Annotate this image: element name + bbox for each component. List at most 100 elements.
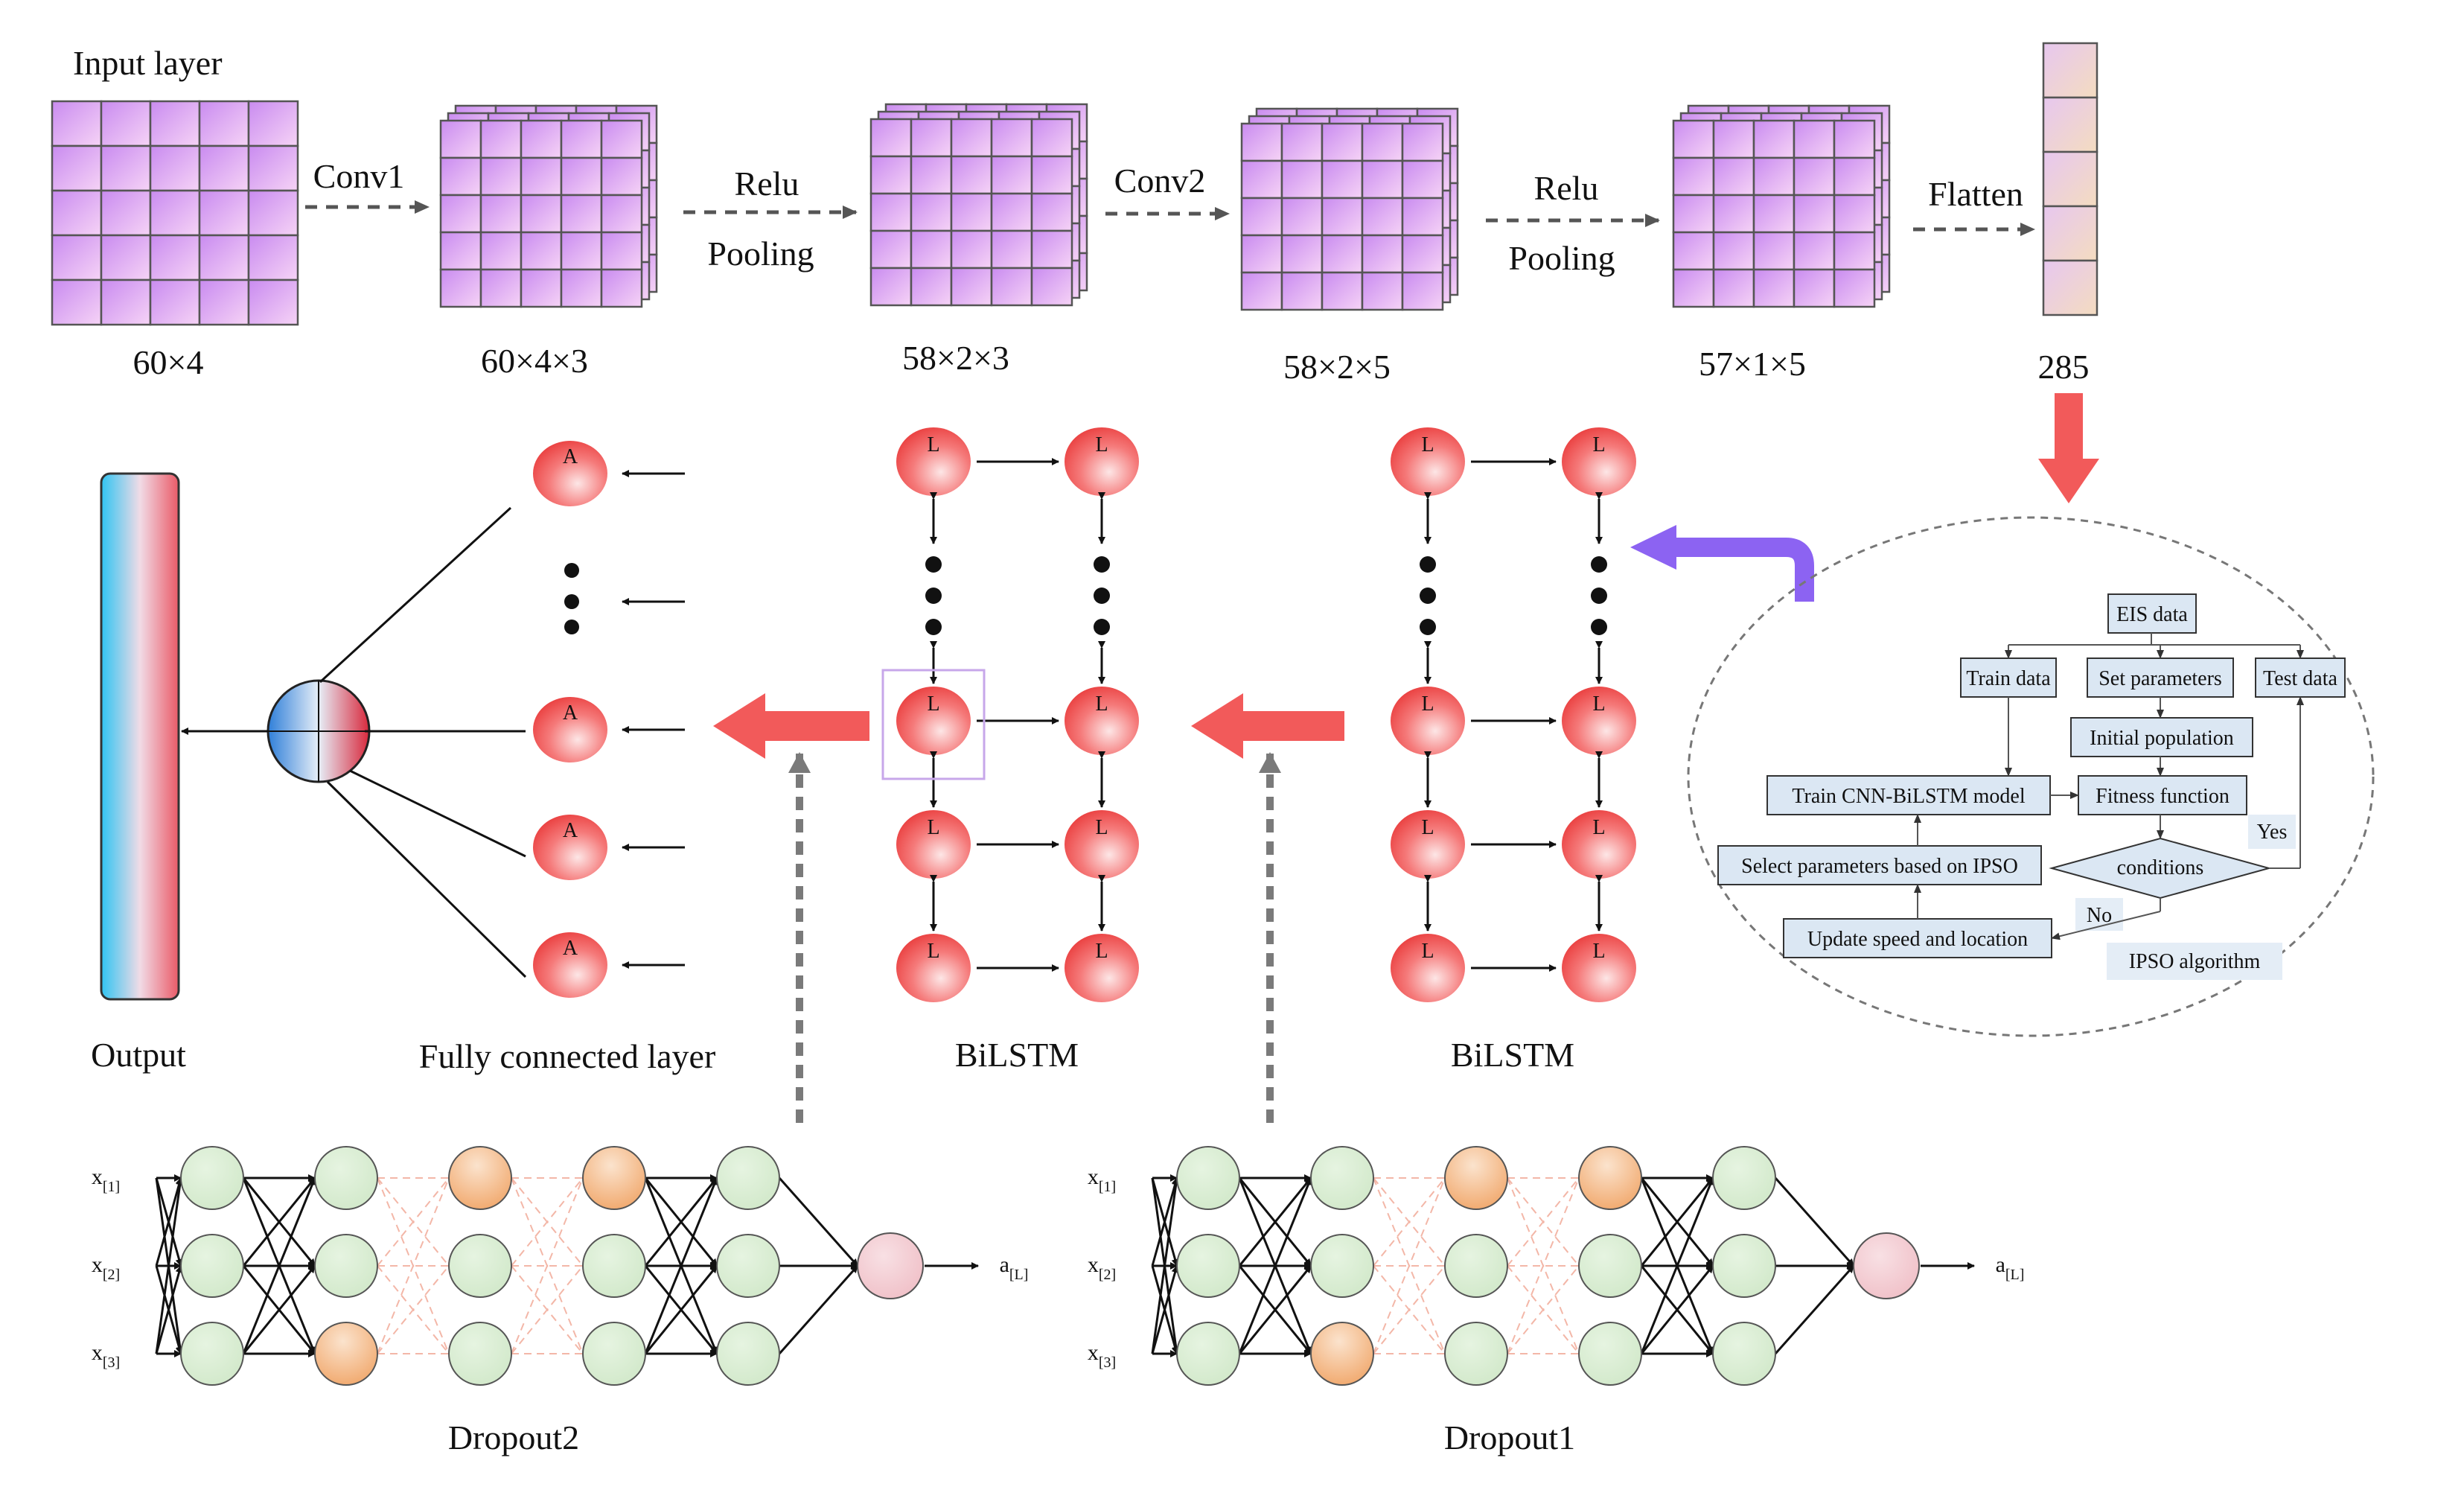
neuron xyxy=(180,1146,244,1210)
input-label: x[2] xyxy=(1088,1252,1116,1283)
update-speed-text: Update speed and location xyxy=(1807,928,2028,951)
select-parameters: Select parameters based on IPSO xyxy=(1717,845,2042,885)
grid-cell xyxy=(247,100,299,147)
ipso-feedback-arrow xyxy=(1630,525,1814,602)
no-label: No xyxy=(2087,904,2112,927)
dropout-dashed-connection xyxy=(511,1265,584,1354)
dense-node: A xyxy=(533,441,607,506)
dropout-dashed-connection xyxy=(1507,1177,1580,1267)
grid-cell xyxy=(1401,122,1444,162)
output-label-sub: [L] xyxy=(1009,1267,1029,1283)
grid-cell xyxy=(910,267,953,307)
grid-cell xyxy=(1833,194,1876,234)
fitness-function-text: Fitness function xyxy=(2096,785,2230,808)
grid-cell xyxy=(600,231,643,271)
dropped-neuron xyxy=(314,1322,378,1386)
output-bar xyxy=(100,472,180,1001)
output-neuron xyxy=(857,1232,924,1299)
lstm-node-label: L xyxy=(1095,692,1108,716)
output-label-sub: [L] xyxy=(2005,1267,2025,1283)
lstm-node: L xyxy=(1391,427,1465,496)
grid-cell xyxy=(51,100,103,147)
grid-cell xyxy=(1712,231,1755,271)
lstm-node-circle xyxy=(896,427,971,496)
lstm-node-circle xyxy=(1562,687,1636,755)
grid-cell xyxy=(1793,268,1836,308)
solid-connection xyxy=(644,1177,718,1267)
grid-cell xyxy=(560,194,603,234)
lstm-node-label: L xyxy=(1095,433,1108,456)
grid-cell xyxy=(439,231,482,271)
eis-data-text: EIS data xyxy=(2116,603,2188,626)
grid-cell xyxy=(560,119,603,159)
grid-cell xyxy=(439,268,482,308)
neuron xyxy=(716,1234,780,1298)
flatten-label: Flatten xyxy=(1928,175,2023,213)
conditions-text: conditions xyxy=(2117,856,2204,879)
lstm-node-circle xyxy=(896,687,971,755)
lstm-node: L xyxy=(1562,427,1636,496)
lstm-node: L xyxy=(1391,934,1465,1002)
solid-connection xyxy=(644,1265,718,1354)
grid-cell xyxy=(1240,234,1283,274)
grid-cell xyxy=(51,189,103,237)
neuron xyxy=(314,1146,378,1210)
yes-label-bg xyxy=(2248,815,2296,849)
grid-cell xyxy=(149,144,201,192)
grid-cell xyxy=(1833,231,1876,271)
grid-cell xyxy=(247,234,299,281)
ellipsis-dot xyxy=(1591,556,1607,573)
lstm-node: L xyxy=(896,810,971,879)
grid-cell xyxy=(1030,229,1073,270)
feature-map-pool1 xyxy=(869,103,1088,307)
grid-cell xyxy=(1793,194,1836,234)
yes-label-group: Yes xyxy=(2248,815,2296,849)
neuron xyxy=(448,1234,512,1298)
grid-cell xyxy=(439,119,482,159)
no-label-group: No xyxy=(2075,898,2123,931)
lstm-node-label: L xyxy=(927,433,939,456)
grid-cell xyxy=(149,189,201,237)
grid-cell xyxy=(1361,159,1404,200)
solid-connection xyxy=(1238,1177,1312,1267)
grid-cell xyxy=(990,192,1033,232)
initial-population-text: Initial population xyxy=(2090,727,2234,750)
grid-cell xyxy=(1712,156,1755,197)
eis-data-box xyxy=(2107,593,2197,634)
select-parameters-box xyxy=(1717,845,2042,885)
grid-cell xyxy=(1672,119,1715,159)
lstm-node: L xyxy=(1065,934,1139,1002)
grid-cell xyxy=(869,229,913,270)
neuron xyxy=(1712,1234,1776,1298)
lstm-node: L xyxy=(1391,810,1465,879)
neuron xyxy=(1176,1322,1240,1386)
grid-cell xyxy=(198,278,250,326)
solid-connection xyxy=(1238,1177,1312,1354)
neuron xyxy=(314,1234,378,1298)
grid-cell xyxy=(1321,122,1364,162)
solid-connection xyxy=(242,1177,316,1267)
grid-cell xyxy=(990,267,1033,307)
lstm-node-label: L xyxy=(927,816,939,839)
grid-cell xyxy=(51,234,103,281)
grid-cell xyxy=(520,156,563,197)
bilstm-label: BiLSTM xyxy=(1451,1036,1574,1074)
fc-connection xyxy=(349,769,526,858)
solid-connection xyxy=(778,1265,859,1354)
grid-cell xyxy=(910,155,953,195)
dropped-neuron xyxy=(582,1146,646,1210)
neuron xyxy=(1310,1146,1374,1210)
feature-map-layer xyxy=(1240,122,1444,311)
grid-cell xyxy=(1030,155,1073,195)
grid-cell xyxy=(1712,119,1755,159)
grid-cell xyxy=(1280,197,1324,237)
dropout-dashed-connection xyxy=(377,1177,450,1267)
neuron xyxy=(1578,1322,1642,1386)
grid-cell xyxy=(1240,159,1283,200)
feature-map-layer xyxy=(439,119,643,308)
lstm-node: L xyxy=(896,427,971,496)
test-data: Test data xyxy=(2255,657,2346,698)
grid-cell xyxy=(600,156,643,197)
